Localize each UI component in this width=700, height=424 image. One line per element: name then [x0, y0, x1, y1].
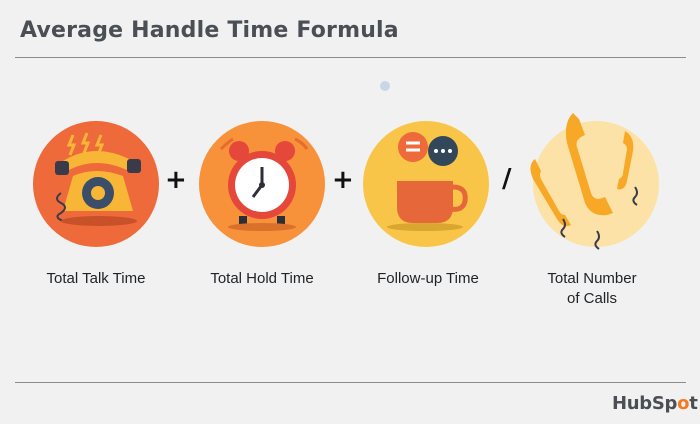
logo-sprocket-o: o — [677, 393, 690, 414]
total-calls-label: Total Number of Calls — [502, 269, 682, 309]
plus-operator-2: + — [332, 165, 354, 195]
phone-handsets-icon — [530, 113, 659, 250]
decorative-dot — [380, 81, 390, 91]
follow-up-time-label: Follow-up Time — [377, 270, 479, 287]
alarm-clock-icon — [199, 121, 325, 247]
hold-time-label: Total Hold Time — [210, 270, 314, 287]
top-divider — [15, 57, 686, 58]
hubspot-logo: HubSpot — [612, 393, 698, 414]
talk-time-label: Total Talk Time — [46, 270, 146, 287]
logo-text-before: HubSp — [612, 393, 678, 414]
logo-text-after: t — [689, 393, 698, 414]
total-calls-label-line1: Total Number — [547, 270, 637, 287]
total-calls-label-line2: of Calls — [566, 290, 618, 307]
plus-operator: + — [165, 165, 187, 195]
coffee-chat-icon — [363, 121, 489, 247]
page-title: Average Handle Time Formula — [20, 18, 399, 43]
bottom-divider — [15, 382, 686, 383]
divide-operator: / — [502, 164, 512, 194]
rotary-phone-icon — [33, 121, 159, 247]
